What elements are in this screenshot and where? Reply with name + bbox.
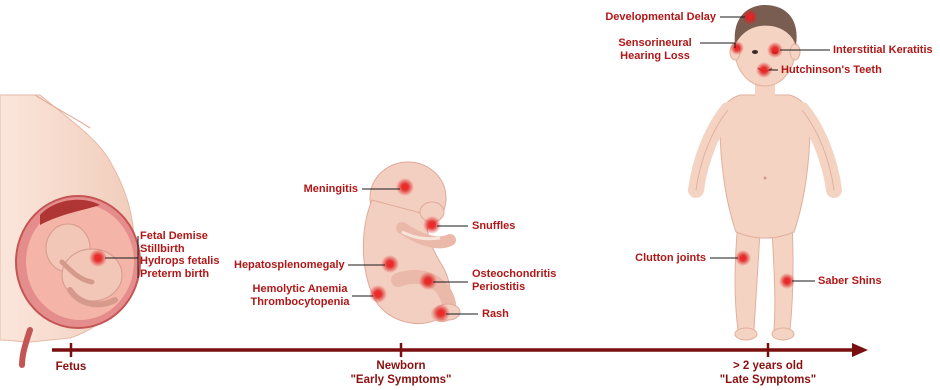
interstitial-keratitis-label: Interstitial Keratitis xyxy=(833,44,933,56)
hutchinsons-teeth-label: Hutchinson's Teeth xyxy=(781,64,882,76)
preterm-birth-text: Preterm birth xyxy=(140,267,210,280)
late-symptoms-text: "Late Symptoms" xyxy=(719,374,817,386)
developmental-delay-label: Developmental Delay xyxy=(605,11,716,23)
newborn-text: Newborn xyxy=(376,360,426,372)
osteochondritis-text: Osteochondritis xyxy=(472,268,557,280)
periostitis-text: Periostitis xyxy=(472,280,526,293)
timeline-late-label: > 2 years old "Late Symptoms" xyxy=(703,359,833,387)
sensorineural-text: Sensorineural xyxy=(618,37,692,49)
fetal-demise-text: Fetal Demise xyxy=(140,230,208,242)
age-text: > 2 years old xyxy=(733,360,803,372)
snuffles-label: Snuffles xyxy=(472,220,516,232)
teeth-marker-dot xyxy=(756,62,772,78)
pregnant-belly-illustration xyxy=(0,94,141,368)
early-symptoms-text: "Early Symptoms" xyxy=(350,374,452,386)
clutton-joints-label: Clutton joints xyxy=(635,252,706,264)
timeline-arrow xyxy=(52,343,868,357)
osteochondritis-marker-dot xyxy=(419,272,437,290)
meningitis-label: Meningitis xyxy=(303,183,358,195)
keratitis-marker-dot xyxy=(767,42,783,58)
hydrops-fetalis-text: Hydrops fetalis xyxy=(140,255,220,267)
saber-shins-marker-dot xyxy=(779,273,795,289)
rash-label: Rash xyxy=(482,308,509,320)
fetus-marker-dot xyxy=(89,249,107,267)
snuffles-marker-dot xyxy=(423,216,441,234)
osteochondritis-label: Osteochondritis Periostitis xyxy=(472,268,556,293)
developmental-delay-marker-dot xyxy=(742,9,758,25)
hemolytic-anemia-label: Hemolytic Anemia Thrombocytopenia xyxy=(250,283,350,308)
timeline-fetus-label: Fetus xyxy=(55,361,87,373)
hemolytic-anemia-marker-dot xyxy=(369,285,387,303)
child-illustration xyxy=(688,5,842,341)
clutton-joints-marker-dot xyxy=(735,250,751,266)
fetus-symptoms-label: Fetal Demise Stillbirth Hydrops fetalis … xyxy=(140,230,219,280)
hearing-loss-marker-dot xyxy=(730,41,744,55)
hearing-loss-text: Hearing Loss xyxy=(620,49,690,62)
newborn-illustration xyxy=(348,161,478,325)
stillbirth-text: Stillbirth xyxy=(140,242,185,255)
hepatosplenomegaly-marker-dot xyxy=(381,255,399,273)
rash-marker-dot xyxy=(432,304,450,322)
meningitis-marker-dot xyxy=(396,178,414,196)
thrombocytopenia-text: Thrombocytopenia xyxy=(250,295,350,308)
sensorineural-hearing-loss-label: Sensorineural Hearing Loss xyxy=(612,37,698,62)
saber-shins-label: Saber Shins xyxy=(818,275,882,287)
hemolytic-anemia-text: Hemolytic Anemia xyxy=(252,283,348,295)
timeline-newborn-label: Newborn "Early Symptoms" xyxy=(336,359,466,387)
hepatosplenomegaly-label: Hepatosplenomegaly xyxy=(234,259,345,271)
